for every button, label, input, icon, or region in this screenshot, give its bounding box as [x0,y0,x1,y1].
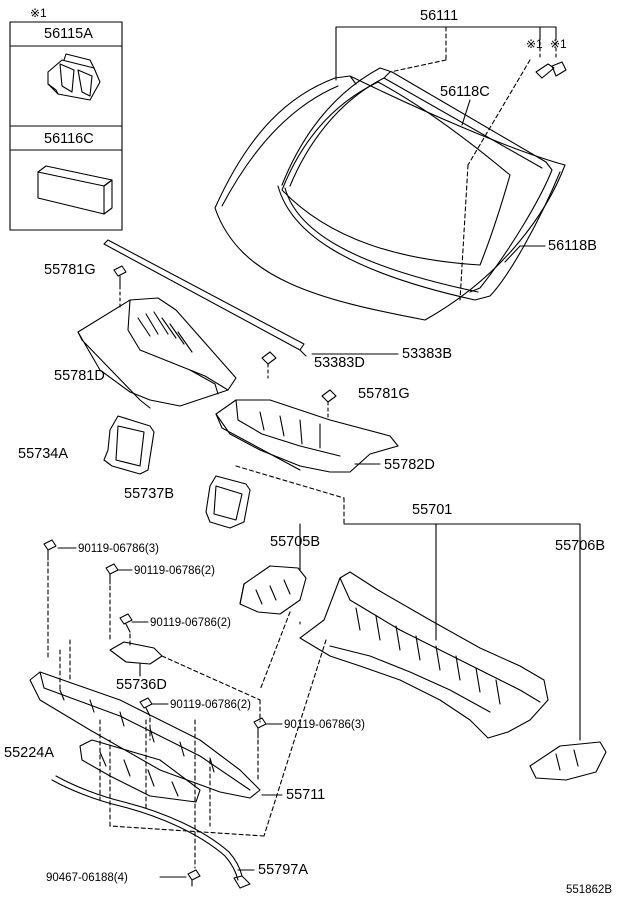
bracket-55736d-drawing [109,641,163,677]
diagram-id: 551862B [566,884,613,896]
cowl-top-55781d-drawing [77,297,237,409]
inset-part-box [9,21,123,231]
label-bolt-5: 90119-06786(3) [284,719,365,731]
label-53383d: 53383D [314,355,365,371]
clip-56115a-drawing [47,53,101,101]
footnote-mark: ※1 [30,6,47,20]
molding-56118c-drawing [281,67,553,293]
label-bolt-4: 90119-06786(2) [170,699,251,711]
label-55797a: 55797A [258,862,308,878]
clip-55781g-left [113,265,127,311]
label-55705b: 55705B [270,534,320,550]
leader-lines-middle [235,465,345,525]
label-55736d: 55736D [116,677,167,693]
label-55781d: 55781D [54,368,105,384]
label-56111: 56111 [420,8,459,24]
label-55782d: 55782D [384,457,435,473]
pad-56116c-drawing [37,165,113,215]
dam-56118b-drawing [277,171,561,301]
cowl-main-55701-drawing [299,571,549,739]
leader-lines-windshield [335,26,557,301]
label-55781g-right: 55781G [358,386,410,402]
windshield-mark-pieces [535,61,567,79]
label-56118b: 56118B [548,238,597,254]
leader-lines-middle-solid [299,353,581,741]
label-bolt-1: 90119-06786(3) [78,543,159,555]
clip-53383d [261,351,277,379]
lower-panel-55224a-drawing [79,739,201,803]
label-55737b: 55737B [124,486,174,502]
label-55734a: 55734A [18,446,68,462]
weatherstrip-53383b-drawing [103,239,307,357]
label-bolt-3: 90119-06786(2) [150,617,231,629]
label-56118c: 56118C [440,84,490,100]
label-55711: 55711 [286,787,326,803]
label-55701: 55701 [412,502,453,518]
clip-55781g-right [321,389,337,419]
dashed-connection-lines [47,561,327,869]
windshield-mark-2: ※1 [550,37,567,51]
label-55224a: 55224A [4,745,54,761]
label-clip-90467: 90467-06188(4) [46,872,128,884]
windshield-glass-drawing [214,75,566,321]
outer-cowl-55711-drawing [29,671,261,799]
label-56116c: 56116C [44,131,94,147]
cowl-panel-55782d-drawing [215,399,399,473]
seal-55737b-drawing [205,475,251,529]
label-55781g-left: 55781G [44,262,96,278]
label-bolt-2: 90119-06786(2) [134,565,215,577]
windshield-mark-1: ※1 [526,37,543,51]
label-56115a: 56115A [44,26,93,42]
bracket-55705b-drawing [239,565,307,615]
inner-glass-outline [281,81,511,266]
label-53383b: 53383B [402,346,452,362]
label-55706b: 55706B [555,538,605,554]
bracket-55706b-drawing [529,741,607,781]
seal-55734a-drawing [103,415,155,475]
hose-55797a-drawing [51,775,251,889]
